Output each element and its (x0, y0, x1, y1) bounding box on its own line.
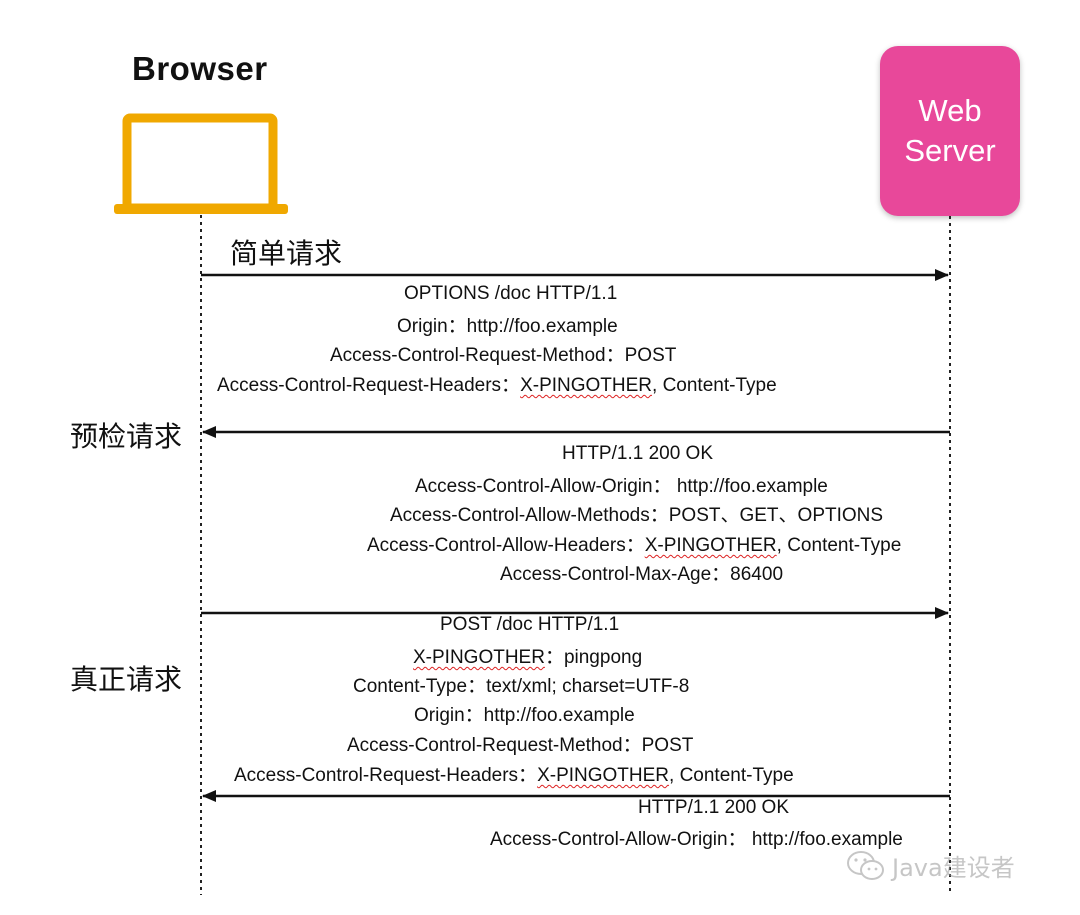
header-text: POST /doc HTTP/1.1 (440, 614, 620, 635)
header-text: Access-Control-Request-Method：POST (347, 735, 694, 756)
header-text: , Content-Type (776, 535, 902, 556)
header-text: HTTP/1.1 200 OK (638, 797, 790, 818)
header-line: Content-Type：text/xml; charset=UTF-8 (353, 671, 689, 698)
header-text: Access-Control-Allow-Headers： (367, 535, 645, 556)
header-text: , Content-Type (652, 375, 777, 396)
header-text: Access-Control-Request-Headers： (217, 375, 521, 396)
header-text: Access-Control-Allow-Methods：POST、GET、OP… (390, 505, 884, 526)
header-line: Access-Control-Max-Age：86400 (500, 559, 783, 586)
header-line: Origin：http://foo.example (414, 700, 635, 727)
header-line: Access-Control-Allow-Headers：X-PINGOTHER… (367, 530, 901, 557)
section-simple-request: 简单请求 (230, 237, 343, 270)
header-name-underlined: X-PINGOTHER (644, 535, 777, 556)
header-line: X-PINGOTHER：pingpong (413, 642, 642, 669)
header-text: Access-Control-Allow-Origin： http://foo.… (490, 829, 903, 850)
header-line: Access-Control-Request-Headers：X-PINGOTH… (217, 370, 777, 397)
header-line: HTTP/1.1 200 OK (638, 797, 789, 819)
header-name-underlined: X-PINGOTHER (537, 765, 670, 786)
header-line: Access-Control-Allow-Methods：POST、GET、OP… (390, 500, 883, 527)
header-line: POST /doc HTTP/1.1 (440, 614, 619, 636)
header-text: Access-Control-Request-Method：POST (330, 345, 677, 366)
header-line: Access-Control-Request-Method：POST (347, 730, 693, 757)
browser-label: Browser (132, 50, 268, 87)
header-line: Access-Control-Allow-Origin： http://foo.… (415, 471, 828, 498)
header-text: Access-Control-Allow-Origin： http://foo.… (415, 476, 828, 497)
watermark-text: Java建设者 (892, 854, 1015, 882)
header-line: OPTIONS /doc HTTP/1.1 (404, 283, 617, 305)
header-line: Origin：http://foo.example (397, 311, 618, 338)
watermark: Java建设者 (846, 848, 1015, 883)
header-name-underlined: X-PINGOTHER (413, 647, 545, 668)
header-text: HTTP/1.1 200 OK (562, 443, 714, 464)
header-text: ：pingpong (544, 647, 643, 668)
header-line: HTTP/1.1 200 OK (562, 443, 713, 465)
laptop-icon (114, 113, 288, 214)
web-server-label: Web Server (904, 93, 996, 168)
header-text: Access-Control-Max-Age：86400 (500, 564, 784, 585)
header-line: Access-Control-Request-Method：POST (330, 340, 676, 367)
header-text: Origin：http://foo.example (397, 316, 618, 337)
header-line: Access-Control-Request-Headers：X-PINGOTH… (234, 760, 794, 787)
header-text: Content-Type：text/xml; charset=UTF-8 (353, 676, 690, 697)
section-actual-request: 真正请求 (70, 663, 183, 696)
wechat-icon (847, 850, 884, 880)
header-name-underlined: X-PINGOTHER (520, 375, 653, 396)
header-text: OPTIONS /doc HTTP/1.1 (404, 283, 618, 304)
header-line: Access-Control-Allow-Origin： http://foo.… (490, 824, 903, 851)
header-text: Origin：http://foo.example (414, 705, 635, 726)
web-server-box: Web Server (880, 46, 1020, 216)
header-text: Access-Control-Request-Headers： (234, 765, 538, 786)
section-preflight-request: 预检请求 (70, 420, 183, 453)
header-text: , Content-Type (669, 765, 794, 786)
